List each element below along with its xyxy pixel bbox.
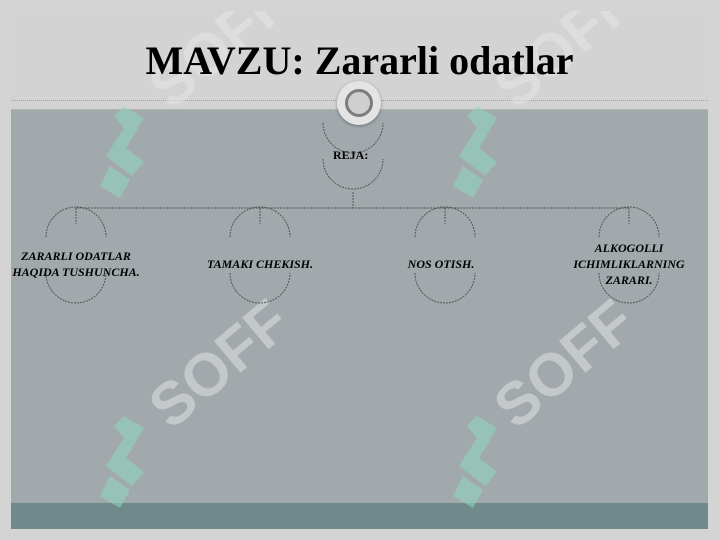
root-node-label: REJA: — [333, 148, 369, 162]
child-node-label: TAMAKI CHEKISH. — [206, 257, 314, 271]
child-node-outline — [414, 272, 476, 304]
root-node-outline — [322, 122, 384, 154]
medallion-ring — [345, 89, 373, 117]
child-node-outline — [229, 272, 291, 304]
watermark-logo-icon — [453, 106, 497, 198]
watermark-logo-icon — [100, 106, 144, 198]
child-node-outline — [414, 206, 476, 238]
child-node-outline — [229, 206, 291, 238]
child-node-outline — [598, 206, 660, 238]
child-node-outline — [45, 272, 107, 304]
child-node-label: NOS OTISH. — [407, 257, 475, 271]
title-medallion — [337, 81, 381, 125]
watermark-logo-icon — [453, 416, 497, 508]
watermark-layer: SOFF SOFF SOFF SOFF — [100, 11, 647, 508]
footer-band — [11, 503, 708, 529]
root-node-outline — [322, 158, 384, 190]
child-node-outline — [598, 272, 660, 304]
child-node-label: ALKOGOLLI ICHIMLIKLARNING ZARARI. — [573, 241, 685, 287]
slide-title: MAVZU: Zararli odatlar — [145, 38, 574, 83]
slide: SOFF SOFF SOFF SOFF MAVZU: Zararli odatl… — [11, 11, 708, 529]
watermark-logo-icon — [100, 416, 144, 508]
hierarchy-diagram — [45, 122, 660, 304]
child-node-label: ZARARLI ODATLAR HAQIDA TUSHUNCHA. — [12, 249, 140, 279]
child-node-outline — [45, 206, 107, 238]
